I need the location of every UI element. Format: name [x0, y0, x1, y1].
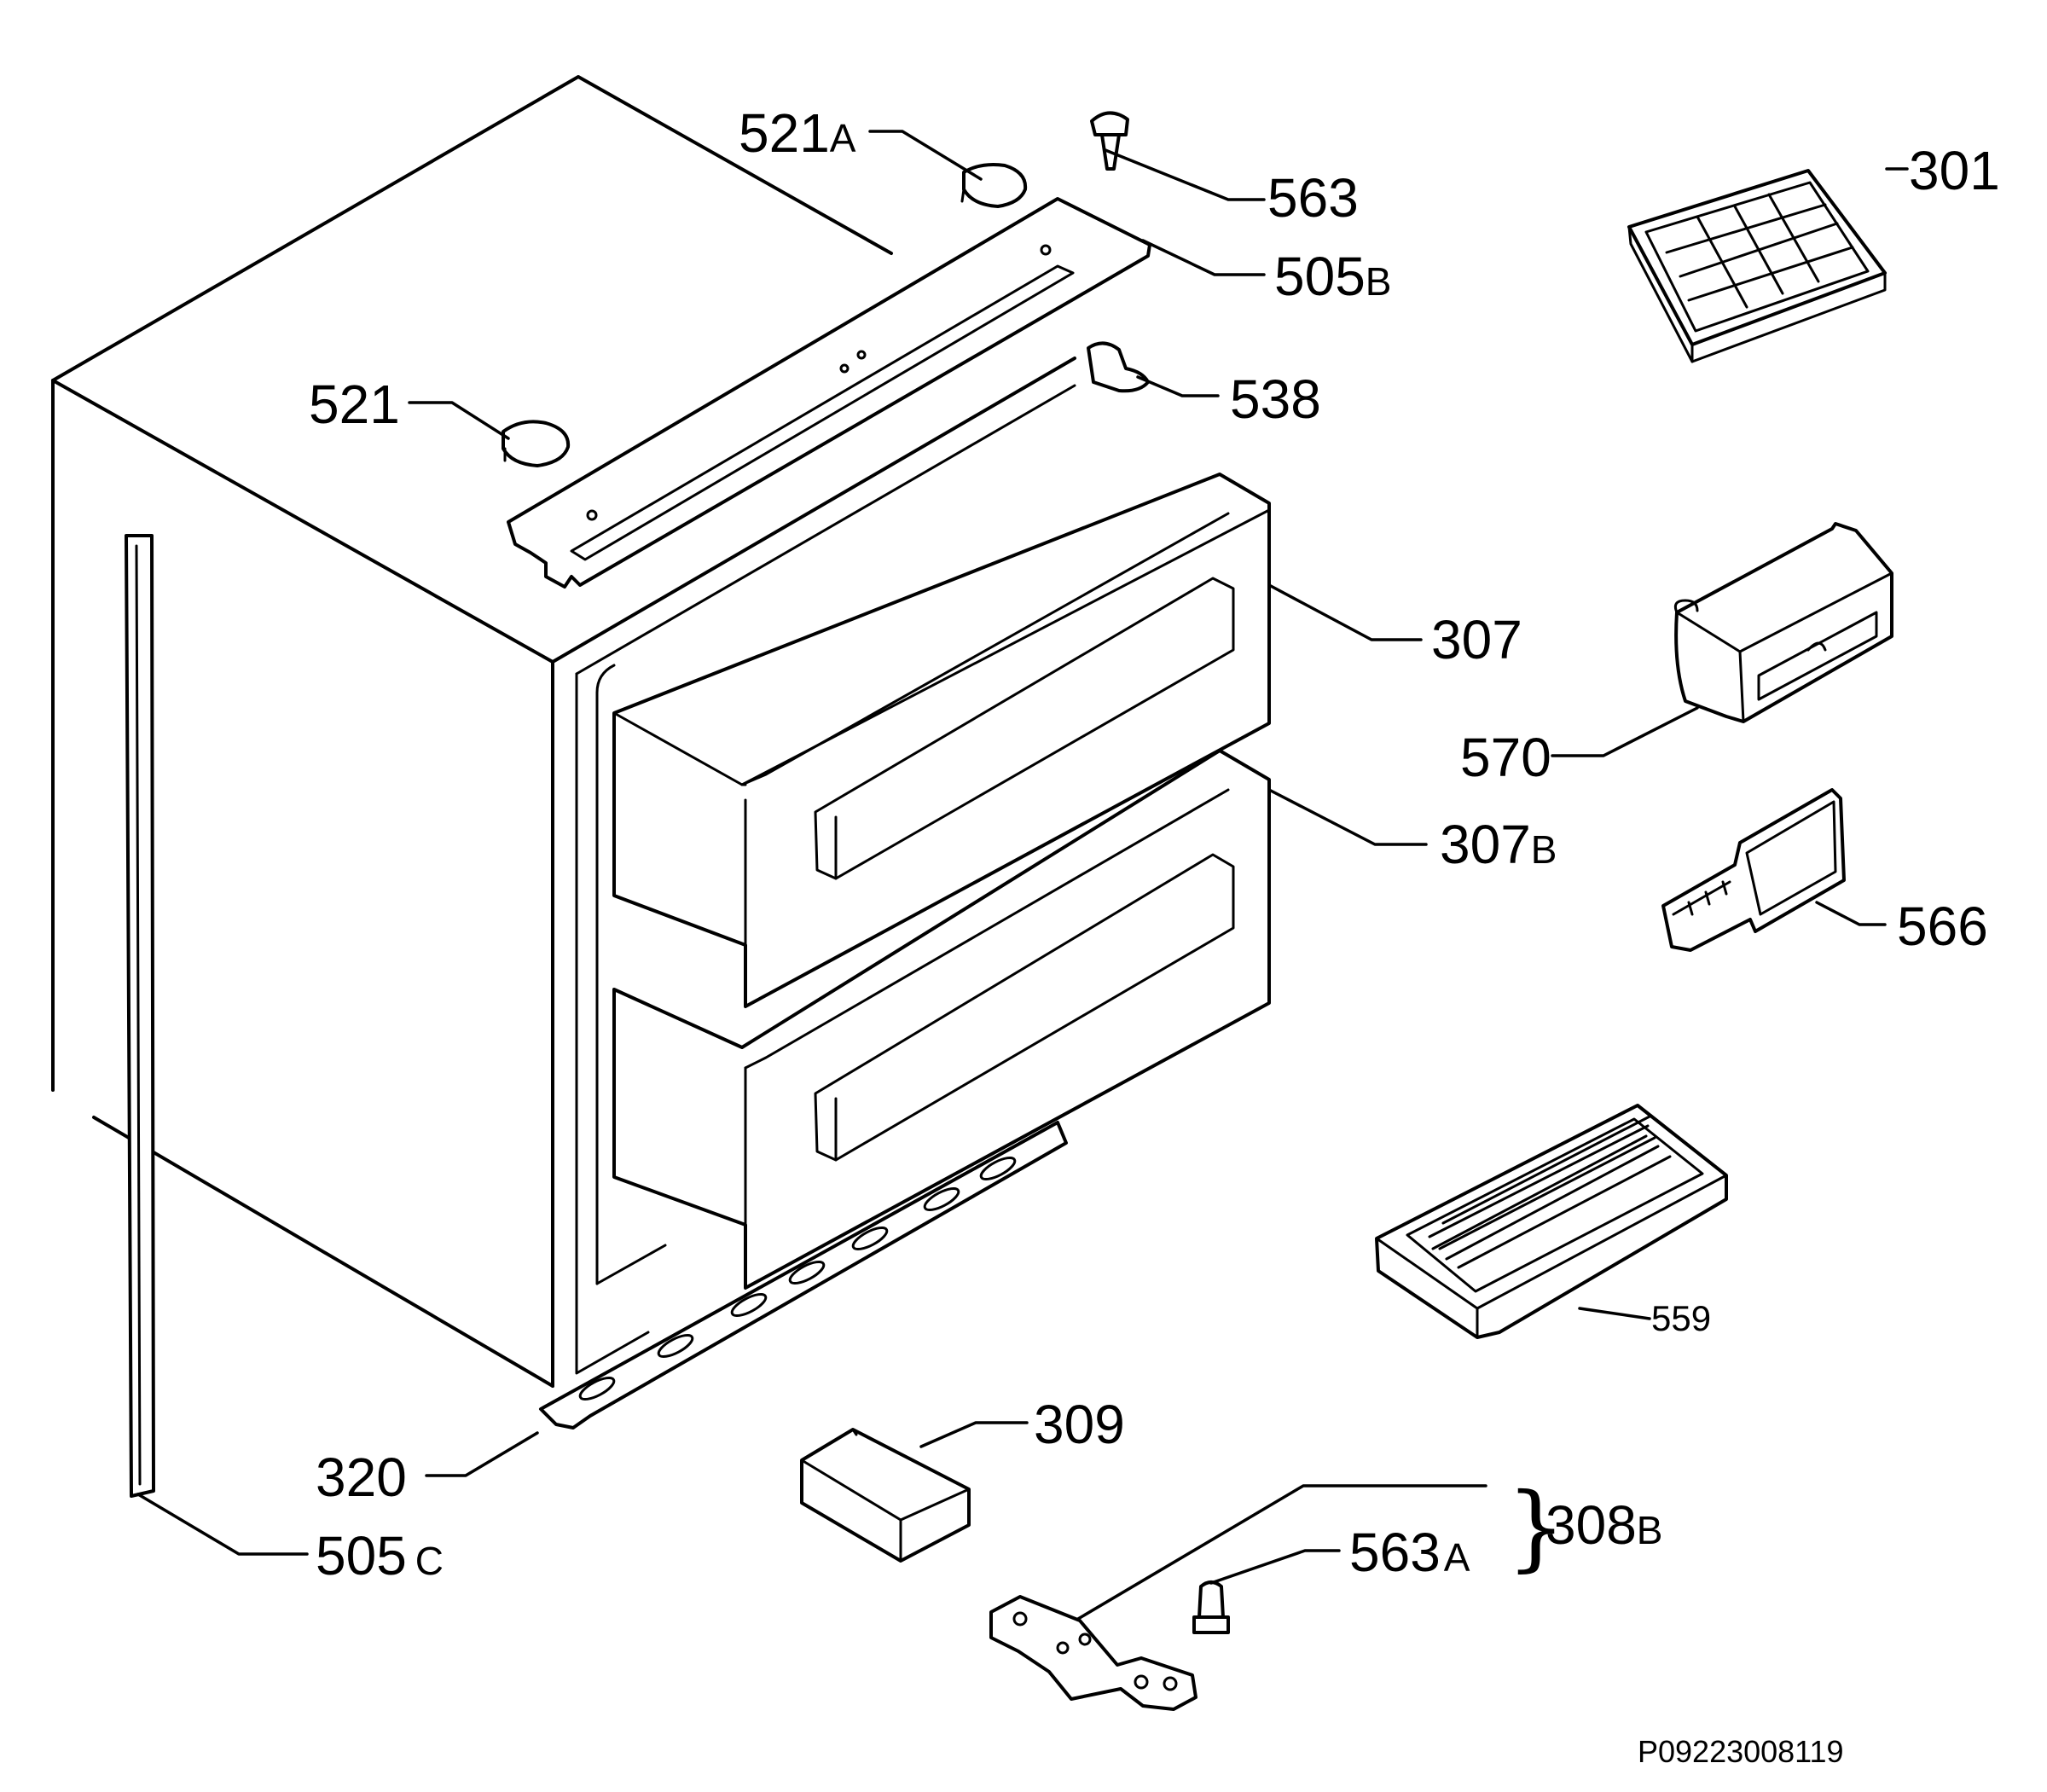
label-307b: 307B — [1440, 814, 1557, 875]
label-301: 301 — [1909, 140, 2000, 201]
block-309 — [800, 1428, 971, 1563]
label-307: 307 — [1431, 609, 1522, 670]
hinge-cap-521a — [960, 163, 1028, 208]
label-521: 521 — [309, 374, 400, 435]
label-309: 309 — [1034, 1394, 1125, 1455]
label-320: 320 — [316, 1447, 407, 1508]
freezer-cabinet — [51, 75, 1076, 1388]
label-563a: 563A — [1349, 1522, 1470, 1583]
label-521a: 521A — [739, 102, 856, 164]
door-seal-505c — [125, 534, 155, 1498]
label-570: 570 — [1460, 727, 1551, 788]
drawing-code: P09223008119 — [1638, 1734, 1844, 1769]
drawer-307b — [612, 749, 1271, 1290]
label-308b: 308B — [1545, 1494, 1662, 1556]
ice-scraper-566 — [1661, 788, 1846, 952]
group-brace: } — [1506, 1472, 1566, 1581]
butter-dish-570 — [1673, 522, 1893, 723]
bottom-rail-320 — [539, 1121, 1068, 1430]
ice-tray-301 — [1627, 169, 1887, 363]
leader-lines — [136, 130, 1909, 1621]
screw-563a — [1192, 1580, 1230, 1634]
label-538: 538 — [1230, 368, 1321, 430]
hinge-pin-538 — [1087, 341, 1150, 393]
label-566: 566 — [1897, 896, 1988, 957]
label-563: 563 — [1267, 167, 1359, 229]
screw-563 — [1090, 111, 1129, 171]
label-559: 559 — [1651, 1298, 1711, 1338]
drawer-307 — [612, 473, 1271, 1008]
hinge-cap-521 — [502, 420, 571, 467]
label-505b: 505B — [1274, 246, 1391, 307]
freezer-block-559 — [1375, 1104, 1728, 1339]
hinge-bracket-308b — [989, 1595, 1197, 1711]
part-labels: 521A 563 301 505B 521 538 307 570 307B 5… — [309, 102, 2000, 1769]
